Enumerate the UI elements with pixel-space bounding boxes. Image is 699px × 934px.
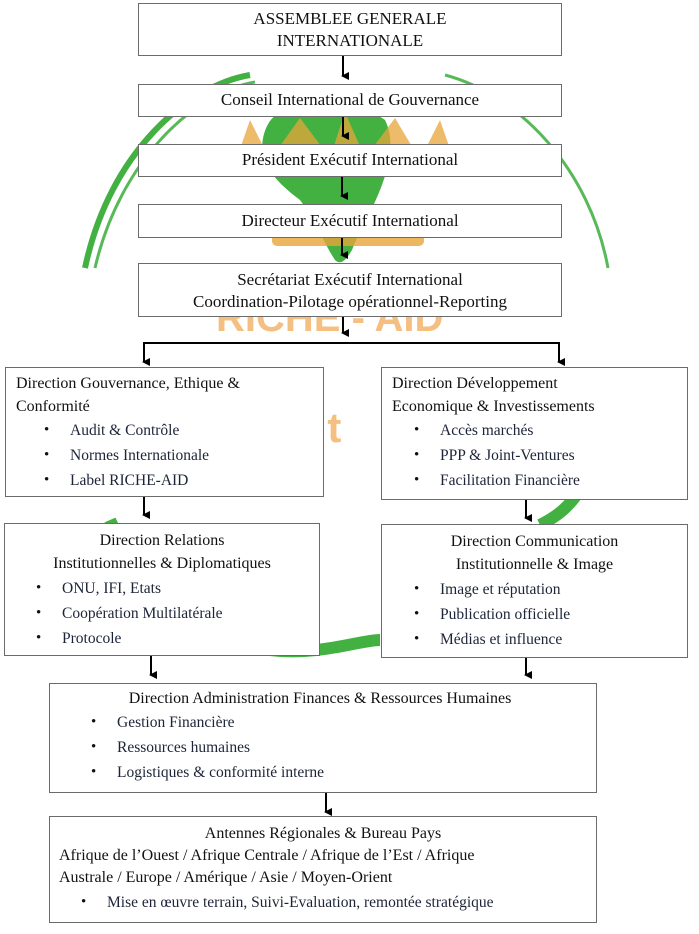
governance-items: Audit & Contrôle Normes Internationale L…: [44, 418, 323, 493]
box-regional-antennas: Antennes Régionales & Bureau Pays Afriqu…: [49, 816, 597, 923]
relations-title-line1: Direction Relations: [99, 532, 225, 549]
administration-title: Direction Administration Finances & Ress…: [128, 690, 512, 707]
list-item: Facilitation Financière: [414, 468, 687, 493]
development-title-line1: Direction Développement: [392, 375, 558, 392]
relations-items: ONU, IFI, Etats Coopération Multilatéral…: [36, 576, 319, 651]
governance-title-line2: Conformité: [16, 398, 90, 415]
list-item: Normes Internationale: [44, 443, 323, 468]
branch-bar: [143, 342, 560, 356]
list-item: Coopération Multilatérale: [36, 601, 319, 626]
relations-title-line2: Institutionnelles & Diplomatiques: [53, 555, 271, 572]
secretariat-title-line1: Secrétariat Exécutif International: [237, 270, 463, 289]
president-title: Président Exécutif International: [241, 150, 459, 169]
box-general-assembly: ASSEMBLEE GENERALE INTERNATIONALE: [138, 3, 562, 56]
council-title: Conseil International de Gouvernance: [220, 90, 480, 109]
governance-title-line1: Direction Gouvernance, Ethique &: [16, 375, 240, 392]
list-item: Protocole: [36, 626, 319, 651]
list-item: PPP & Joint-Ventures: [414, 443, 687, 468]
list-item: ONU, IFI, Etats: [36, 576, 319, 601]
list-item: Mise en œuvre terrain, Suivi-Evaluation,…: [81, 890, 596, 915]
box-administration-finance-hr: Direction Administration Finances & Ress…: [49, 683, 597, 793]
communication-title-line1: Direction Communication: [450, 533, 619, 550]
communication-title-line2: Institutionnelle & Image: [455, 556, 614, 573]
box-executive-president: Président Exécutif International: [138, 144, 562, 177]
list-item: Gestion Financière: [91, 710, 596, 735]
secretariat-title-line2: Coordination-Pilotage opérationnel-Repor…: [193, 292, 507, 311]
list-item: Accès marchés: [414, 418, 687, 443]
box-executive-secretariat: Secrétariat Exécutif International Coord…: [138, 263, 562, 317]
communication-items: Image et réputation Publication officiel…: [414, 577, 687, 652]
list-item: Ressources humaines: [91, 735, 596, 760]
development-items: Accès marchés PPP & Joint-Ventures Facil…: [414, 418, 687, 493]
assembly-title-line2: INTERNATIONALE: [276, 31, 424, 50]
list-item: Label RICHE-AID: [44, 468, 323, 493]
antennas-title: Antennes Régionales & Bureau Pays: [204, 825, 442, 842]
box-institutional-relations: Direction Relations Institutionnelles & …: [4, 523, 320, 656]
list-item: Logistiques & conformité interne: [91, 760, 596, 785]
antennas-items: Mise en œuvre terrain, Suivi-Evaluation,…: [81, 890, 596, 915]
assembly-title-line1: ASSEMBLEE GENERALE: [253, 9, 447, 28]
box-governance-ethics-compliance: Direction Gouvernance, Ethique & Conform…: [5, 367, 324, 497]
box-communication-image: Direction Communication Institutionnelle…: [381, 524, 688, 658]
administration-items: Gestion Financière Ressources humaines L…: [91, 710, 596, 785]
development-title-line2: Economique & Investissements: [392, 398, 595, 415]
box-economic-development: Direction Développement Economique & Inv…: [381, 367, 688, 500]
list-item: Publication officielle: [414, 602, 687, 627]
list-item: Médias et influence: [414, 627, 687, 652]
antennas-regions-line1: Afrique de l’Ouest / Afrique Centrale / …: [59, 847, 475, 864]
list-item: Image et réputation: [414, 577, 687, 602]
box-governance-council: Conseil International de Gouvernance: [138, 84, 562, 117]
antennas-regions-line2: Australe / Europe / Amérique / Asie / Mo…: [59, 869, 393, 886]
list-item: Audit & Contrôle: [44, 418, 323, 443]
director-title: Directeur Exécutif International: [241, 211, 459, 230]
box-executive-director: Directeur Exécutif International: [138, 204, 562, 238]
